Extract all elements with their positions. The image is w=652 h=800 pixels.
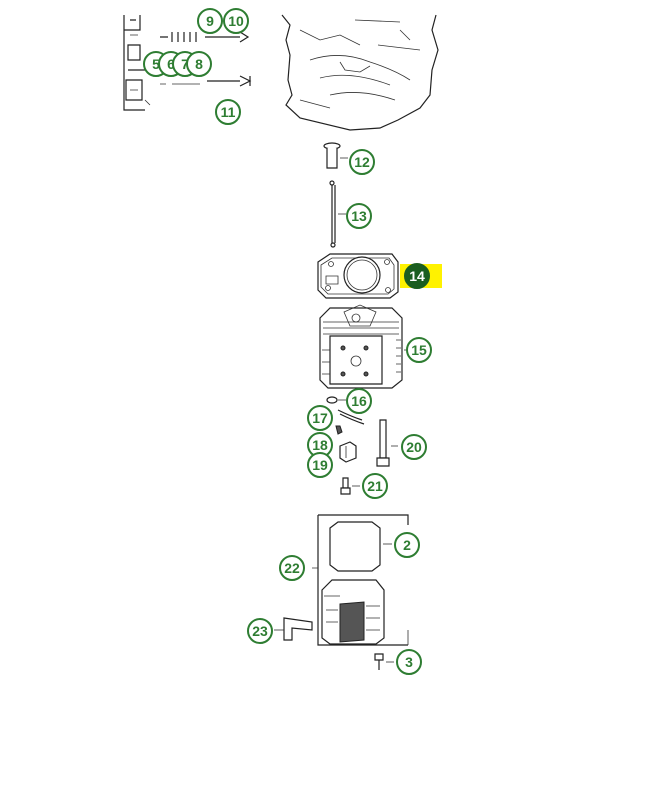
- small-hardware-parts: [326, 396, 365, 463]
- callout-19[interactable]: 19: [307, 452, 333, 478]
- callout-23[interactable]: 23: [247, 618, 273, 644]
- engine-block-right: [281, 14, 439, 131]
- engine-block-left: [123, 15, 151, 111]
- callout-10[interactable]: 10: [223, 8, 249, 34]
- head-gasket-part: [317, 253, 404, 299]
- callout-3[interactable]: 3: [396, 649, 422, 675]
- valve-cover-gasket-part: [329, 521, 392, 572]
- callout-14[interactable]: 14: [404, 263, 430, 289]
- head-bolt-part: [376, 419, 398, 467]
- valve-lifter-part: [323, 142, 348, 169]
- cover-assembly-group: [312, 514, 409, 646]
- valve-cover-part: [321, 579, 385, 645]
- push-rod-part: [329, 180, 346, 248]
- callout-9[interactable]: 9: [197, 8, 223, 34]
- short-bolt-part: [340, 477, 360, 495]
- cylinder-head-part: [319, 304, 408, 389]
- cover-screw-part: [374, 653, 394, 670]
- bracket-part: [274, 617, 313, 641]
- callout-8[interactable]: 8: [186, 51, 212, 77]
- callout-21[interactable]: 21: [362, 473, 388, 499]
- callout-15[interactable]: 15: [406, 337, 432, 363]
- valve-parts-left: [160, 31, 252, 87]
- callout-11[interactable]: 11: [215, 99, 241, 125]
- callout-16[interactable]: 16: [346, 388, 372, 414]
- callout-17[interactable]: 17: [307, 405, 333, 431]
- callout-22[interactable]: 22: [279, 555, 305, 581]
- callout-20[interactable]: 20: [401, 434, 427, 460]
- callout-2[interactable]: 2: [394, 532, 420, 558]
- callout-12[interactable]: 12: [349, 149, 375, 175]
- callout-13[interactable]: 13: [346, 203, 372, 229]
